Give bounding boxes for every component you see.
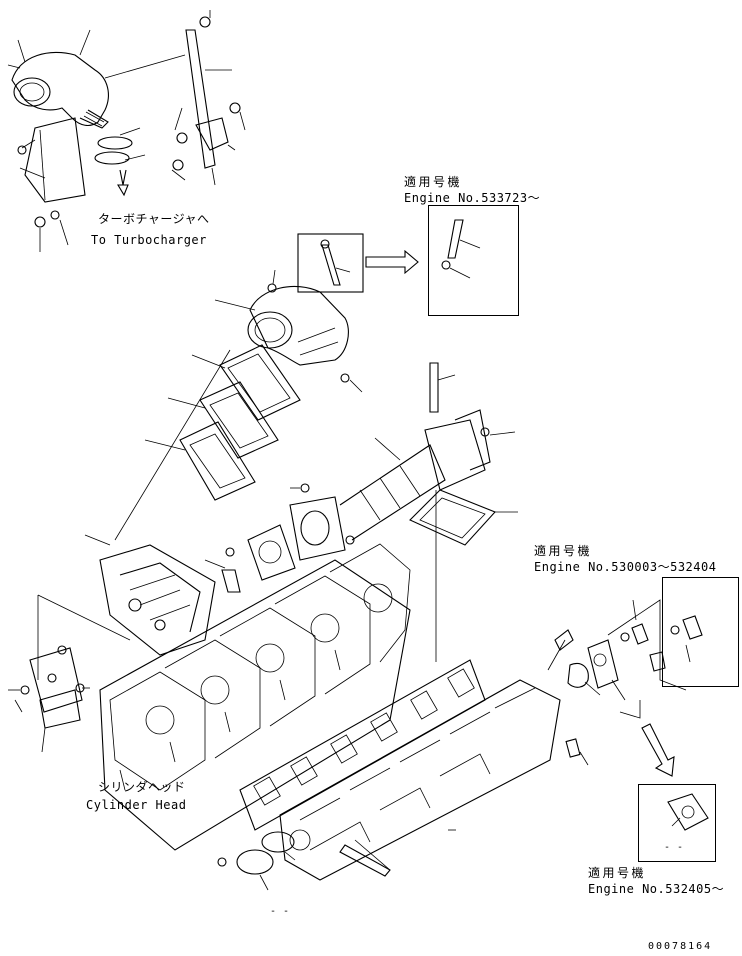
dash-marks-box-3: - - (664, 842, 684, 853)
bolt-detail (297, 219, 481, 293)
applicable-model-label-2: 適用号機 (534, 544, 593, 558)
detail-box-engine-532405 (638, 784, 716, 862)
cylinder-head-jp-label: シリンダヘッド (98, 780, 186, 794)
detail-box-engine-530003 (662, 577, 739, 687)
bracket-stay (171, 10, 246, 186)
engine-number-label-3: Engine No.532405～ (588, 882, 725, 896)
engine-number-label-2: Engine No.530003～532404 (534, 560, 717, 574)
dash-marks-bottom: - - (270, 906, 290, 917)
small-bracket (8, 645, 90, 753)
manifold-gasket-strip (239, 659, 486, 831)
detail-box-2-parts (620, 599, 703, 672)
to-turbocharger-en-label: To Turbocharger (91, 233, 207, 247)
cylinder-head-en-label: Cylinder Head (86, 798, 187, 812)
applicable-model-label-1: 適用号機 (404, 175, 463, 189)
manifold-front-section (37, 534, 216, 680)
exhaust-outlet-elbow (214, 269, 363, 393)
gasket-stack (114, 344, 301, 541)
sensor-parts (547, 599, 687, 766)
figure-id: 00078164 (648, 941, 713, 952)
flange-gasket (204, 524, 296, 593)
to-turbocharger-jp-label: ターボチャージャへ (98, 212, 210, 226)
detail-box-3-parts (667, 793, 709, 831)
applicable-model-label-3: 適用号機 (588, 866, 647, 880)
detail-box-engine-533723 (428, 205, 519, 316)
engine-number-label-1: Engine No.533723～ (404, 191, 541, 205)
end-cover-gaskets (217, 831, 296, 891)
down-arrow (641, 723, 675, 777)
exhaust-manifold (279, 679, 561, 881)
elbow-pipe-assembly (7, 29, 186, 252)
connector-pipe (289, 362, 518, 662)
